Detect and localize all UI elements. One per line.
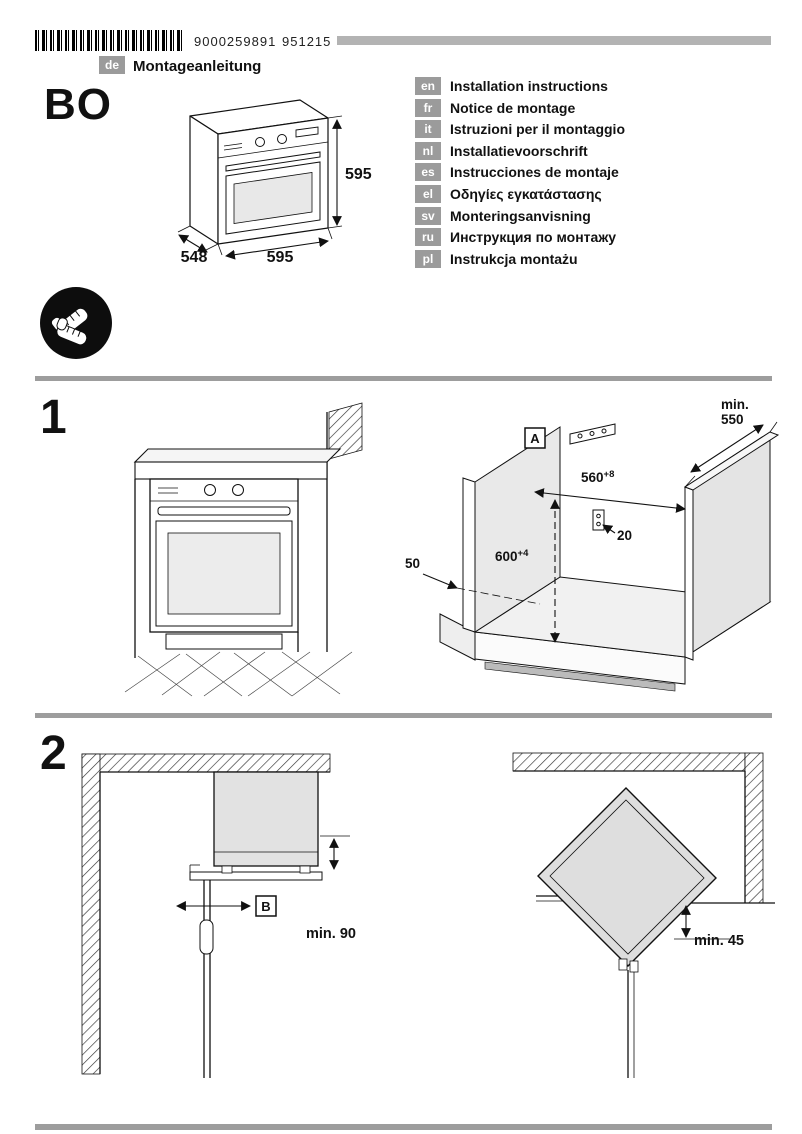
open-oven-door bbox=[537, 787, 717, 967]
oven-door-glass bbox=[167, 532, 281, 615]
safety-gloves-icon bbox=[40, 287, 112, 359]
oven-handle bbox=[225, 151, 321, 172]
wall-hatch-top bbox=[81, 753, 331, 773]
language-label: Инструкция по монтажу bbox=[450, 229, 617, 246]
hinge bbox=[618, 958, 628, 971]
dim-niche-width: 560 bbox=[581, 470, 604, 485]
label-b: B bbox=[261, 899, 270, 914]
product-oven-drawing: 595 548 595 bbox=[177, 99, 372, 264]
shelf-bracket bbox=[299, 865, 311, 874]
oven-door-glass bbox=[233, 172, 313, 224]
language-code-chip: nl bbox=[415, 141, 441, 160]
panel-handle bbox=[199, 919, 214, 955]
language-label: Monteringsanvisning bbox=[450, 207, 591, 224]
document-title: Montageanleitung bbox=[133, 58, 262, 75]
mounting-bracket bbox=[569, 423, 616, 445]
language-label: Installation instructions bbox=[450, 78, 608, 94]
language-row: es Instrucciones de montaje bbox=[415, 163, 625, 182]
language-label: Instrukcja montażu bbox=[450, 250, 578, 267]
language-code-chip: el bbox=[415, 184, 441, 203]
section-divider bbox=[35, 713, 772, 718]
section1-number: 1 bbox=[40, 391, 67, 444]
hinge bbox=[629, 960, 639, 973]
oven-side-face bbox=[189, 115, 219, 245]
shelf-bracket bbox=[221, 865, 233, 874]
wall-hatch bbox=[328, 402, 363, 460]
dim-min-corner-label: min. 45 bbox=[694, 933, 744, 949]
section2-number: 2 bbox=[40, 727, 67, 780]
language-code-chip: it bbox=[415, 120, 441, 139]
wall-hatch-right bbox=[744, 752, 764, 904]
oven-display bbox=[295, 126, 319, 138]
section1-kitchen-drawing bbox=[124, 402, 363, 697]
section2-corner-drawing: B min. 90 bbox=[81, 753, 356, 1078]
bottom-rule bbox=[35, 1124, 772, 1130]
language-chip-de: de bbox=[99, 56, 125, 74]
dim-niche-width-label: 560+8 bbox=[581, 469, 614, 485]
language-row: ru Инструкция по монтажу bbox=[415, 228, 625, 247]
language-code-chip: es bbox=[415, 163, 441, 182]
language-row: fr Notice de montage bbox=[415, 98, 625, 117]
dim-niche-width-tol: +8 bbox=[604, 469, 615, 480]
oven-knob-icon bbox=[255, 137, 265, 147]
model-code: BO bbox=[44, 80, 112, 129]
language-label: Istruzioni per il montaggio bbox=[450, 121, 625, 138]
label-a-box bbox=[524, 427, 546, 449]
oven-block bbox=[213, 771, 319, 867]
label-a: A bbox=[530, 431, 540, 446]
language-label: Instrucciones de montaje bbox=[450, 164, 619, 181]
language-row: el Οδηγίες εγκατάστασης bbox=[415, 184, 625, 203]
oven-knob-icon bbox=[232, 484, 244, 496]
counter-edge bbox=[134, 461, 328, 480]
dim-depth-label: 548 bbox=[181, 249, 208, 264]
language-row: it Istruzioni per il montaggio bbox=[415, 120, 625, 139]
dim-depth-min-line2: 550 bbox=[721, 412, 744, 427]
plinth bbox=[165, 633, 283, 650]
dim-plinth-label: 50 bbox=[405, 556, 420, 571]
barcode bbox=[35, 30, 183, 51]
label-b-box bbox=[255, 895, 277, 917]
dim-niche-height-label: 600+4 bbox=[495, 548, 529, 564]
language-code-chip: ru bbox=[415, 228, 441, 247]
wall-hatch-top bbox=[512, 752, 746, 772]
dim-width-label: 595 bbox=[267, 249, 294, 264]
language-code-chip: en bbox=[415, 77, 441, 95]
print-code: 951215 bbox=[282, 34, 332, 49]
dim-niche-height: 600 bbox=[495, 549, 518, 564]
language-label: Notice de montage bbox=[450, 99, 576, 116]
language-row: en Installation instructions bbox=[415, 77, 625, 95]
left-panel-edge bbox=[462, 477, 476, 633]
section2-door-open-drawing: min. 45 bbox=[512, 752, 775, 1078]
language-row: nl Installatievoorschrift bbox=[415, 141, 625, 160]
oven-knob-icon bbox=[204, 484, 216, 496]
right-panel-edge bbox=[684, 486, 694, 661]
oven-knob-icon bbox=[277, 134, 287, 144]
dim-rail-offset-label: 20 bbox=[617, 528, 632, 543]
language-label: Οδηγίες εγκατάστασης bbox=[450, 185, 602, 202]
countertop bbox=[133, 448, 342, 463]
dim-height-label: 595 bbox=[345, 166, 372, 183]
language-code-chip: pl bbox=[415, 249, 441, 268]
section-divider bbox=[35, 376, 772, 381]
section1-niche-drawing: A min. 550 560+8 600+4 20 50 bbox=[405, 397, 780, 692]
barcode-number: 9000259891 bbox=[194, 34, 277, 49]
language-code-chip: fr bbox=[415, 98, 441, 117]
dim-depth-min-line1: min. bbox=[721, 397, 749, 412]
door-inner-line bbox=[549, 799, 705, 955]
header-rule bbox=[337, 36, 771, 45]
toe-kick bbox=[484, 661, 676, 692]
language-code-chip: sv bbox=[415, 206, 441, 225]
rear-rail bbox=[592, 509, 605, 531]
wall-hatch-left bbox=[81, 753, 101, 1075]
language-list: en Installation instructions fr Notice de … bbox=[415, 77, 625, 271]
language-row: sv Monteringsanvisning bbox=[415, 206, 625, 225]
oven-handle bbox=[157, 506, 291, 516]
dim-min-clearance-label: min. 90 bbox=[306, 926, 356, 942]
language-row: pl Instrukcja montażu bbox=[415, 249, 625, 268]
dim-niche-height-tol: +4 bbox=[518, 548, 530, 559]
language-label: Installatievoorschrift bbox=[450, 142, 588, 159]
